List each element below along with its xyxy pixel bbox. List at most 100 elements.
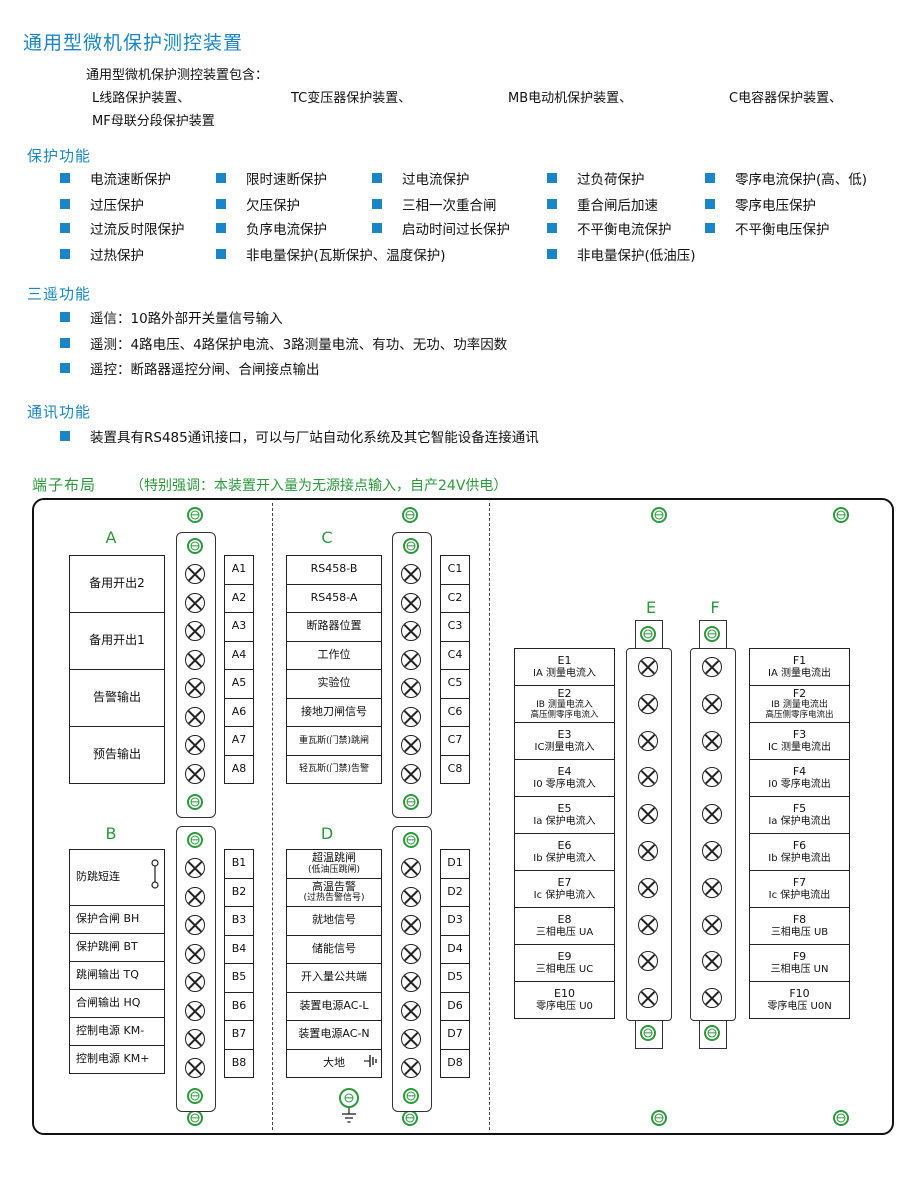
screw-terminal-icon[interactable]: [702, 730, 722, 751]
screw-terminal-icon[interactable]: [185, 678, 205, 699]
screw-terminal-icon[interactable]: [185, 886, 205, 907]
terminal-label: 告警输出: [69, 669, 165, 727]
ground-screw-icon: [187, 507, 203, 523]
screw-terminal-icon[interactable]: [702, 841, 722, 861]
terminal-label: 大地: [286, 1048, 382, 1078]
section-title-remote: 三遥功能: [27, 285, 92, 303]
screw-terminal-icon[interactable]: [702, 951, 722, 972]
terminal-text: IB 测量电流入: [536, 700, 593, 711]
screw-terminal-icon[interactable]: [702, 693, 722, 714]
terminal-code: E2: [557, 686, 572, 700]
page-title: 通用型微机保护测控装置: [23, 32, 244, 54]
intro-item: C电容器保护装置、: [729, 91, 843, 106]
intro-item: L线路保护装置、: [92, 91, 191, 106]
screw-terminal-icon[interactable]: [401, 735, 421, 756]
screw-terminal-icon[interactable]: [185, 763, 205, 784]
screw-terminal-icon[interactable]: [401, 621, 421, 642]
screw-terminal-icon[interactable]: [401, 915, 421, 936]
divider: [272, 503, 273, 1130]
screw-terminal-icon[interactable]: [401, 763, 421, 784]
terminal-code: E7: [557, 875, 572, 889]
screw-terminal-icon[interactable]: [185, 972, 205, 993]
terminal-code: E6: [557, 838, 572, 852]
screw-terminal-icon[interactable]: [638, 988, 658, 1009]
screw-terminal-icon[interactable]: [401, 592, 421, 613]
bullet-icon: [547, 249, 557, 259]
screw-terminal-icon[interactable]: [185, 1000, 205, 1021]
ground-screw-icon: [403, 1088, 419, 1104]
screw-terminal-icon[interactable]: [401, 678, 421, 699]
screw-terminal-icon[interactable]: [185, 943, 205, 964]
terminal-code: A7: [224, 726, 254, 756]
screw-terminal-icon[interactable]: [401, 886, 421, 907]
screw-terminal-icon[interactable]: [185, 858, 205, 879]
screw-terminal-icon[interactable]: [185, 592, 205, 613]
screw-terminal-icon[interactable]: [638, 841, 658, 861]
screw-terminal-icon[interactable]: [185, 706, 205, 727]
terminal-label: 防跳短连: [69, 849, 165, 906]
terminal-label: 装置电源AC-L: [286, 991, 382, 1021]
terminal-code: F8: [792, 912, 807, 926]
screw-terminal-icon[interactable]: [401, 858, 421, 879]
terminal-code: D8: [440, 1048, 470, 1078]
terminal-code: D5: [440, 963, 470, 993]
bullet-icon: [216, 223, 226, 233]
screw-terminal-icon[interactable]: [401, 943, 421, 964]
screw-terminal-icon[interactable]: [702, 914, 722, 935]
screw-terminal-icon[interactable]: [638, 914, 658, 935]
terminal-label: 断路器位置: [286, 612, 382, 642]
terminal-code: E5: [557, 801, 572, 815]
screw-terminal-icon[interactable]: [638, 693, 658, 714]
screw-terminal-icon[interactable]: [401, 564, 421, 585]
bullet-icon: [216, 199, 226, 209]
bullet-icon: [705, 223, 715, 233]
link-switch-icon: [150, 859, 160, 889]
terminal-label: 储能信号: [286, 934, 382, 964]
terminal-label: 重瓦斯(门禁)跳闸: [286, 726, 382, 756]
screw-terminal-icon[interactable]: [638, 767, 658, 788]
terminal-text: Ia 保护电流入: [533, 815, 596, 827]
remote-item: 遥控：断路器遥控分闸、合闸接点输出: [60, 358, 320, 378]
screw-terminal-icon[interactable]: [702, 804, 722, 825]
screw-terminal-icon[interactable]: [185, 564, 205, 585]
screw-terminal-icon[interactable]: [638, 877, 658, 898]
bullet-icon: [60, 199, 70, 209]
terminal-label: 备用开出1: [69, 612, 165, 670]
terminal-text: Ic 保护电流出: [768, 889, 831, 901]
bullet-icon: [547, 199, 557, 209]
terminal-code: F6: [792, 838, 807, 852]
terminal-label: 实验位: [286, 669, 382, 699]
screw-terminal-icon[interactable]: [702, 657, 722, 677]
screw-terminal-icon[interactable]: [638, 657, 658, 677]
screw-terminal-icon[interactable]: [702, 767, 722, 788]
screw-terminal-icon[interactable]: [638, 804, 658, 825]
terminal-code: A1: [224, 555, 254, 585]
intro-item: MB电动机保护装置、: [508, 91, 633, 106]
screw-terminal-icon[interactable]: [401, 1029, 421, 1050]
bullet-icon: [372, 173, 382, 183]
terminal-code: B1: [224, 849, 254, 879]
protection-item: 欠压保护: [216, 194, 300, 214]
screw-terminal-icon[interactable]: [702, 877, 722, 898]
screw-terminal-icon[interactable]: [185, 649, 205, 670]
screw-terminal-icon[interactable]: [638, 730, 658, 751]
protection-item: 不平衡电压保护: [705, 218, 830, 238]
screw-terminal-icon[interactable]: [185, 915, 205, 936]
screw-terminal-icon[interactable]: [185, 1057, 205, 1078]
screw-terminal-icon[interactable]: [638, 951, 658, 972]
screw-terminal-icon[interactable]: [702, 988, 722, 1009]
screw-terminal-icon[interactable]: [401, 972, 421, 993]
screw-terminal-icon[interactable]: [401, 706, 421, 727]
terminal-text: 三相电压 UA: [535, 926, 594, 938]
screw-terminal-icon[interactable]: [401, 649, 421, 670]
screw-terminal-icon[interactable]: [185, 621, 205, 642]
terminal-text: Ic 保护电流入: [533, 889, 596, 901]
screw-terminal-icon[interactable]: [401, 1057, 421, 1078]
terminal-text: IA 测量电流出: [768, 667, 831, 679]
screw-terminal-icon[interactable]: [185, 735, 205, 756]
screw-terminal-icon[interactable]: [185, 1029, 205, 1050]
screw-terminal-icon[interactable]: [401, 1000, 421, 1021]
